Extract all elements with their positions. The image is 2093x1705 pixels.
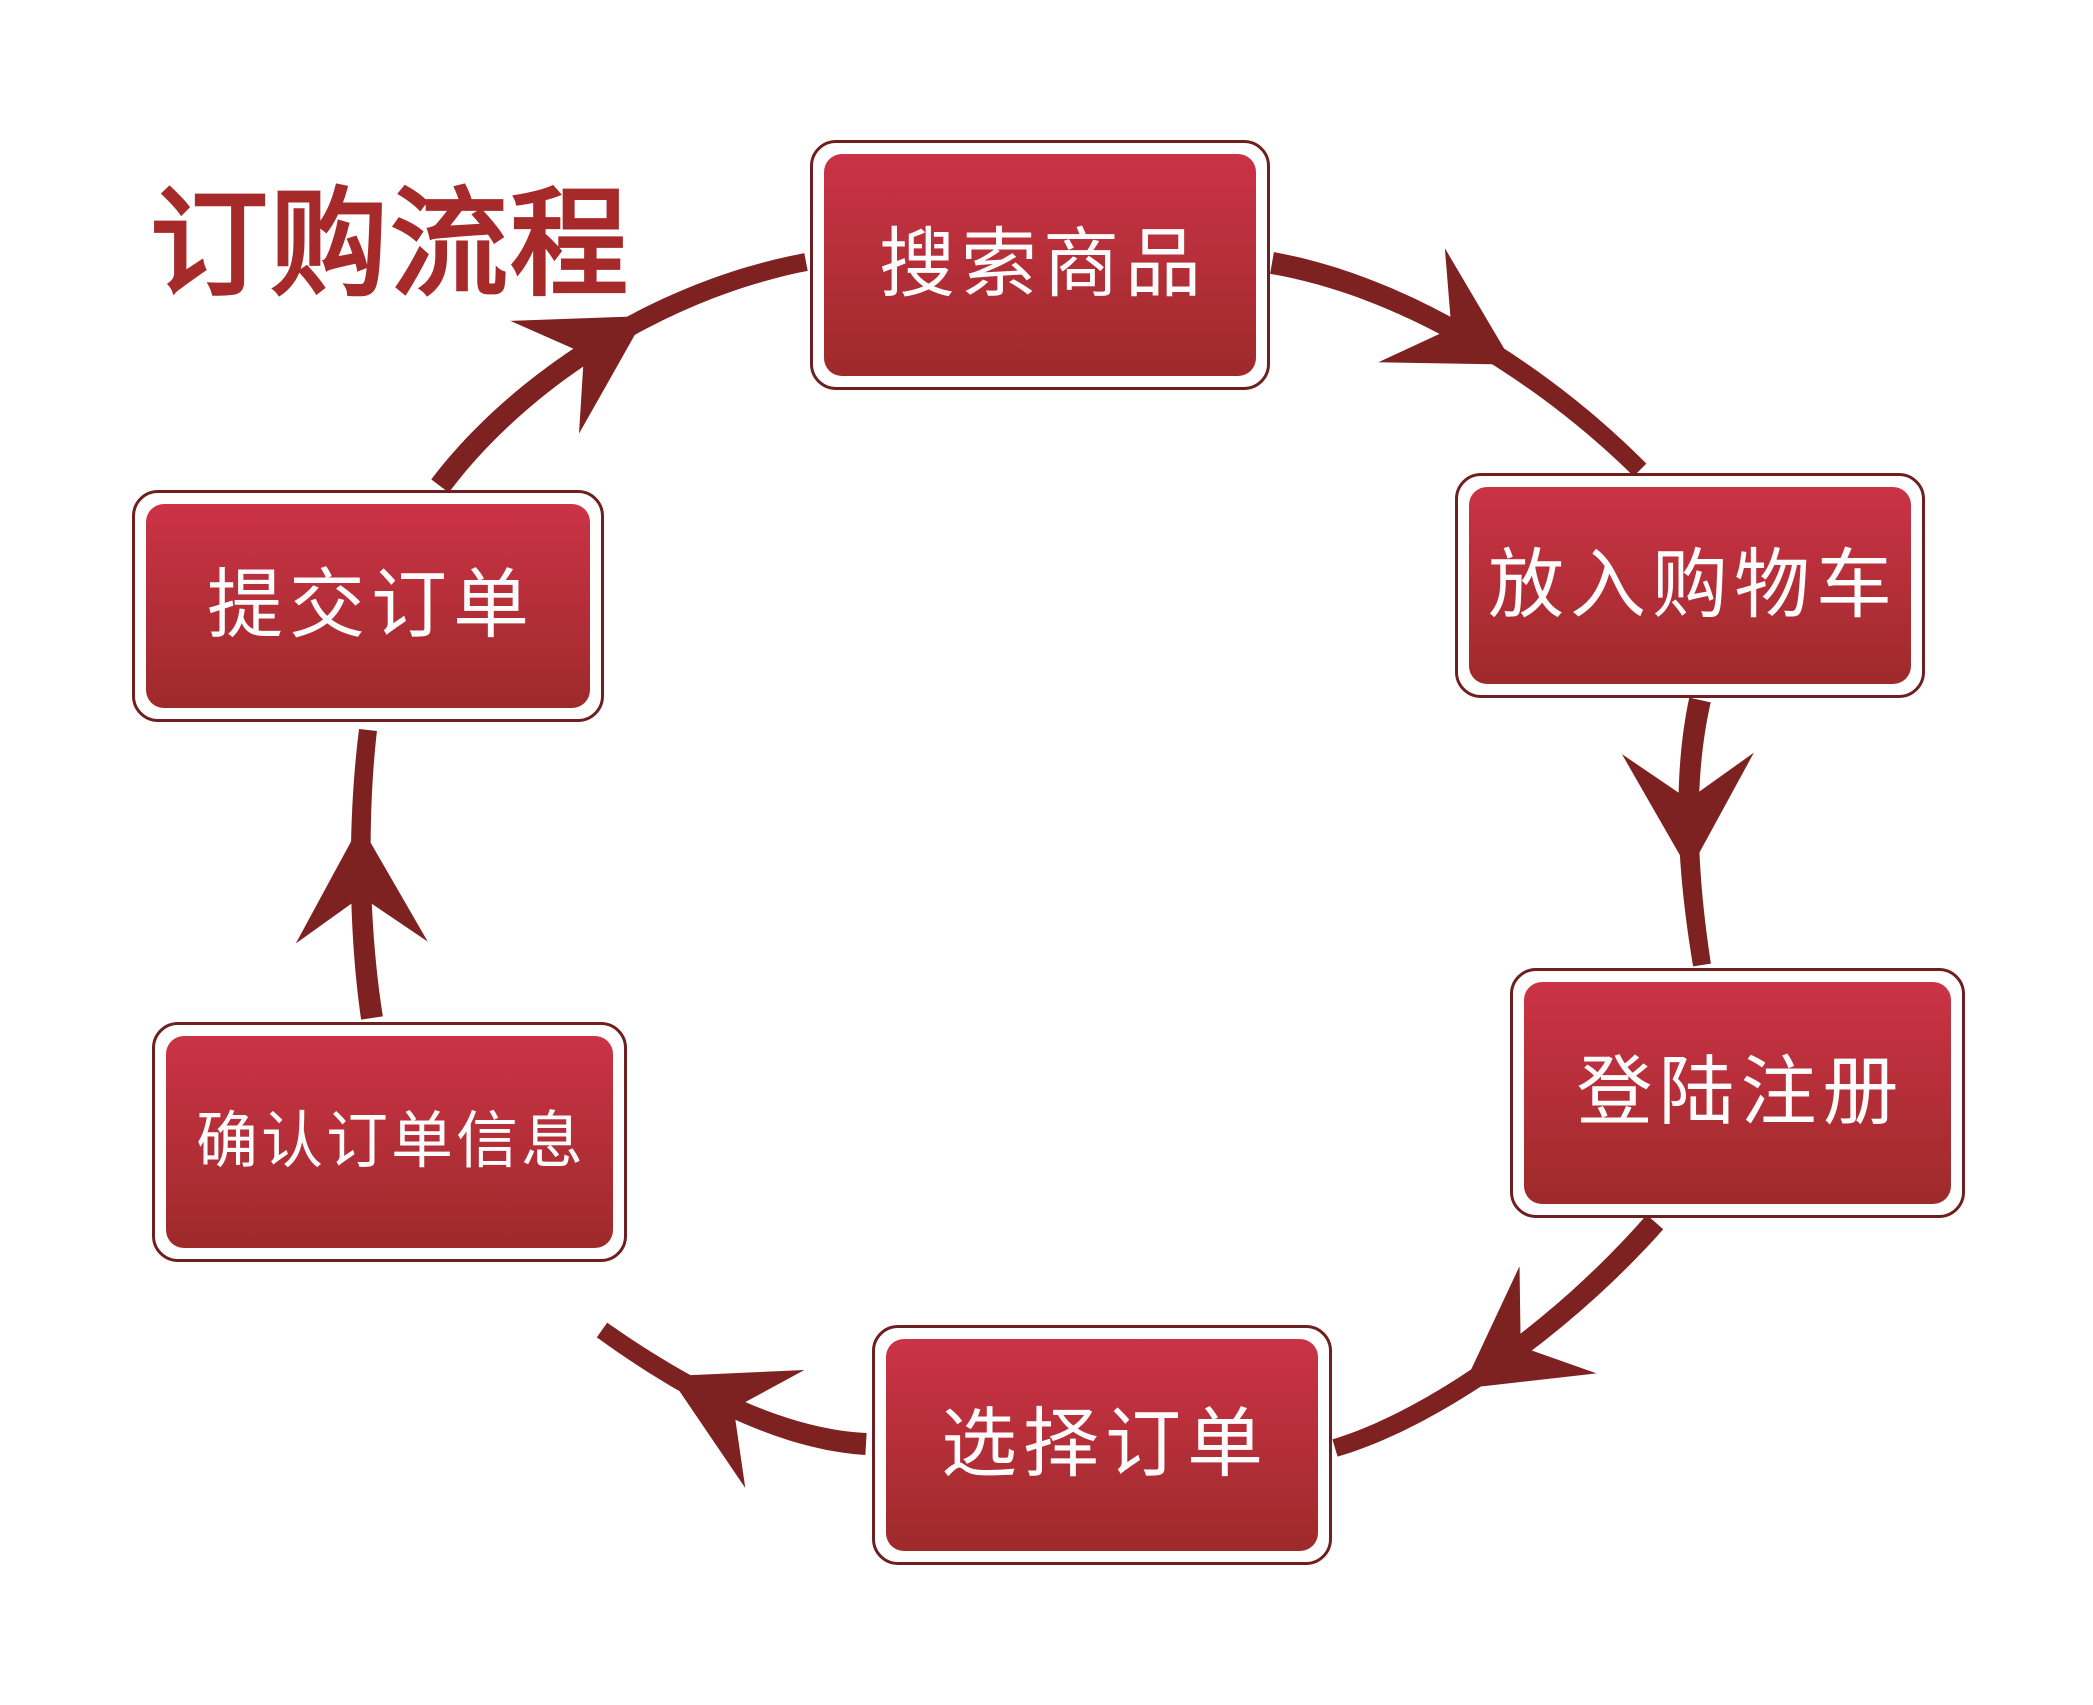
node-body: 确认订单信息 (166, 1036, 613, 1248)
page-title: 订购流程 (150, 179, 631, 311)
node-label: 搜索商品 (879, 222, 1207, 307)
arrow-shaft (596, 1322, 867, 1455)
node-confirm-order-info[interactable]: 确认订单信息 (152, 1022, 627, 1262)
node-body: 选择订单 (886, 1339, 1318, 1551)
node-body: 搜索商品 (824, 154, 1256, 376)
node-select-order[interactable]: 选择订单 (872, 1325, 1332, 1565)
arrow-head (1462, 1266, 1597, 1389)
arrow-head (510, 315, 646, 434)
node-body: 放入购物车 (1469, 487, 1911, 684)
node-body: 提交订单 (146, 504, 590, 708)
node-label: 登陆注册 (1576, 1050, 1905, 1135)
arrow-head (295, 824, 428, 944)
node-search-product[interactable]: 搜索商品 (810, 140, 1270, 390)
node-body: 登陆注册 (1524, 982, 1951, 1204)
arrow-shaft (431, 253, 808, 493)
arrow-head (669, 1369, 805, 1489)
arrow-shaft (1332, 1214, 1664, 1457)
node-label: 放入购物车 (1488, 542, 1898, 628)
node-login-register[interactable]: 登陆注册 (1510, 968, 1965, 1218)
node-label: 提交订单 (207, 563, 535, 648)
arrow-head (1621, 752, 1754, 872)
node-label: 确认订单信息 (195, 1107, 586, 1176)
node-submit-order[interactable]: 提交订单 (132, 490, 604, 722)
node-label: 选择订单 (941, 1402, 1269, 1487)
node-add-to-cart[interactable]: 放入购物车 (1455, 473, 1925, 698)
arrow-head (1378, 248, 1514, 365)
arrow-shaft (1270, 252, 1647, 477)
